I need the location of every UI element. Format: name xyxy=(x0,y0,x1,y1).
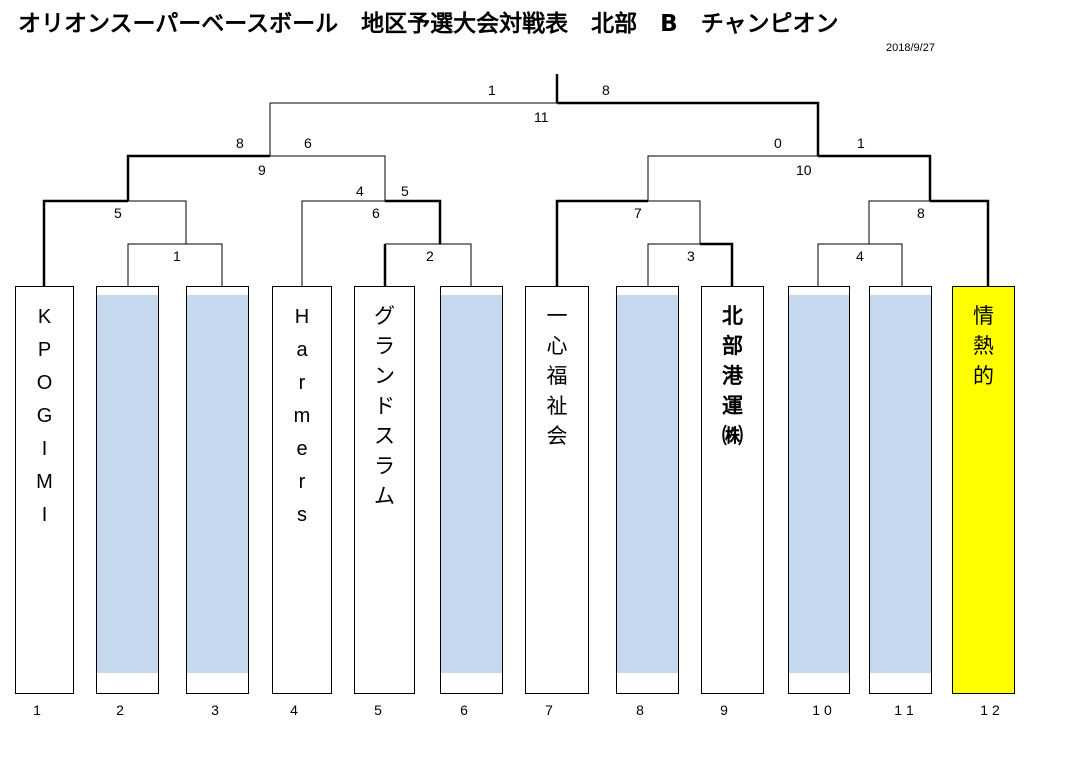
page-title: オリオンスーパーベースボール 地区予選大会対戦表 北部 B チャンピオン xyxy=(18,11,839,37)
team-slot-5: グ ラ ン ド ス ラ ム xyxy=(354,286,415,694)
team-slot-7: 一 心 福 祉 会 xyxy=(525,286,589,694)
team-name-12: 情 熱 的 xyxy=(973,304,994,388)
team-name-4: H a r m e r s xyxy=(293,306,311,526)
bracket-line-match-10-winner xyxy=(818,154,932,201)
team-slot-11 xyxy=(869,286,932,694)
bracket-line-match-5 xyxy=(128,200,187,244)
match-11-score-right: 8 xyxy=(602,82,610,98)
bracket-line-match-2 xyxy=(385,243,472,286)
team-slot-8 xyxy=(616,286,679,694)
team-name-5: グ ラ ン ド ス ラ ム xyxy=(374,304,395,508)
bracket-line-match-1 xyxy=(127,243,223,286)
slot-number-11: 1 1 xyxy=(894,702,914,718)
match-10-score-left: 0 xyxy=(774,135,782,151)
slot-number-6: 6 xyxy=(460,702,468,718)
bracket-line-match-9 xyxy=(270,155,386,201)
match-6-game-number: 6 xyxy=(372,205,380,221)
team-slot-12-champion: 情 熱 的 xyxy=(952,286,1015,694)
bracket-line-match-3-winner xyxy=(700,242,734,286)
team-slot-2 xyxy=(96,286,159,694)
slot-number-8: 8 xyxy=(636,702,644,718)
team-slot-1: K P O G I M I xyxy=(15,286,74,694)
match-8-game-number: 8 xyxy=(917,205,925,221)
match-5-game-number: 5 xyxy=(114,205,122,221)
slot-number-7: 7 xyxy=(545,702,553,718)
match-11-score-left: 1 xyxy=(488,82,496,98)
match-11-game-number: 11 xyxy=(534,109,549,125)
match-7-game-number: 7 xyxy=(634,205,642,221)
bracket-line-match-7-winner xyxy=(555,199,648,286)
match-6-score-left: 4 xyxy=(356,183,364,199)
match-6-score-right: 5 xyxy=(401,183,409,199)
team-name-7: 一 心 福 祉 会 xyxy=(546,304,568,448)
slot-number-12: 1 2 xyxy=(980,702,1000,718)
bracket-line-match-6-winner xyxy=(385,199,442,244)
team-name-9: 北 部 港 運 ㈱ xyxy=(722,304,743,448)
bracket-line-match-9-winner xyxy=(126,154,270,201)
team-slot-10 xyxy=(788,286,850,694)
team-slot-9: 北 部 港 運 ㈱ xyxy=(701,286,764,694)
match-10-score-right: 1 xyxy=(857,135,865,151)
date-label: 2018/9/27 xyxy=(886,42,935,54)
team-name-1: K P O G I M I xyxy=(36,306,53,526)
slot-number-2: 2 xyxy=(116,702,124,718)
slot-number-1: 1 xyxy=(33,702,41,718)
match-2-game-number: 2 xyxy=(426,248,434,264)
match-9-game-number: 9 xyxy=(258,162,266,178)
slot-number-10: 1 0 xyxy=(812,702,832,718)
bracket-line-match-11 xyxy=(269,102,557,156)
slot-number-3: 3 xyxy=(211,702,219,718)
team-slot-6 xyxy=(440,286,503,694)
match-9-score-right: 6 xyxy=(304,135,312,151)
slot-number-4: 4 xyxy=(290,702,298,718)
bracket-line-match-6 xyxy=(301,200,385,286)
bracket-line-match-11-winner xyxy=(557,101,820,156)
match-9-score-left: 8 xyxy=(236,135,244,151)
bracket-line-match-8-winner xyxy=(930,199,990,286)
bracket-line-match-8 xyxy=(868,200,930,244)
team-slot-3 xyxy=(186,286,249,694)
match-10-game-number: 10 xyxy=(796,162,812,178)
match-4-game-number: 4 xyxy=(856,248,864,264)
bracket-line-match-7 xyxy=(648,200,701,244)
slot-number-9: 9 xyxy=(720,702,728,718)
match-1-game-number: 1 xyxy=(173,248,181,264)
team-slot-4: H a r m e r s xyxy=(272,286,332,694)
match-3-game-number: 3 xyxy=(687,248,695,264)
slot-number-5: 5 xyxy=(374,702,382,718)
bracket-line-match-4 xyxy=(817,243,903,286)
bracket-line-match-10 xyxy=(647,155,818,201)
bracket-line-match-3 xyxy=(647,243,700,286)
bracket-line-match-5-winner xyxy=(42,199,128,286)
